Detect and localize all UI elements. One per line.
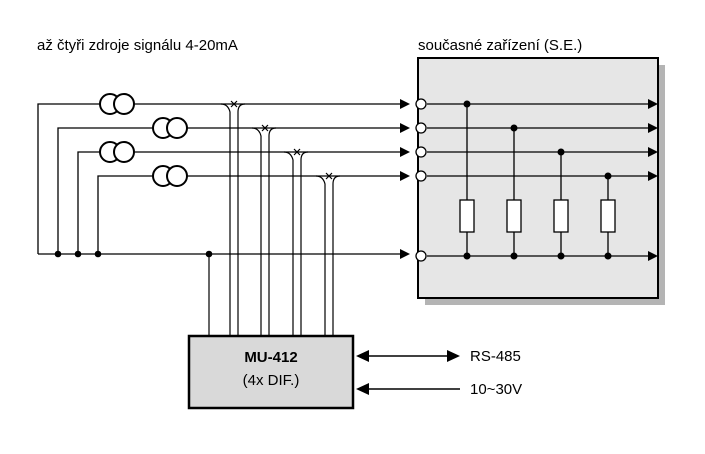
module-name: MU-412 (244, 349, 297, 366)
resistor-icon (459, 199, 475, 233)
resistor-icon (600, 199, 616, 233)
resistors (459, 199, 616, 233)
current-source-icon (99, 93, 135, 115)
device-label: současné zařízení (S.E.) (418, 37, 582, 54)
crossover-icon (251, 124, 277, 336)
arrow-icon (648, 147, 658, 157)
arrow-icon (648, 251, 658, 261)
wire-2 (57, 127, 400, 254)
rs485-label: RS-485 (470, 348, 521, 365)
resistor-icon (506, 199, 522, 233)
current-source-icon (152, 165, 188, 187)
arrow-icon (648, 123, 658, 133)
wire-4 (97, 175, 400, 254)
module-subtitle: (4x DIF.) (243, 372, 300, 389)
input-arrows (400, 99, 410, 259)
power-input: 10~30V (356, 381, 522, 398)
junction-dot-icon (463, 252, 471, 260)
current-source-icon (99, 141, 135, 163)
current-source-icon (152, 117, 188, 139)
arrow-icon (400, 147, 410, 157)
module-taps (208, 100, 341, 336)
junction-dot-icon (604, 172, 612, 180)
arrow-icon (447, 350, 460, 362)
junction-dot-icon (94, 250, 102, 258)
common-junctions (54, 250, 213, 258)
junction-dot-icon (557, 148, 565, 156)
arrow-icon (648, 171, 658, 181)
junction-dot-icon (205, 250, 213, 258)
mu-412-module: MU-412 (4x DIF.) (187, 334, 355, 410)
arrow-icon (400, 99, 410, 109)
output-arrows (648, 99, 658, 261)
arrow-icon (648, 99, 658, 109)
device-junctions (463, 100, 612, 260)
module-box (187, 334, 355, 410)
junction-dot-icon (463, 100, 471, 108)
arrow-icon (400, 249, 410, 259)
wire-3 (77, 151, 400, 254)
junction-dot-icon (557, 252, 565, 260)
arrow-icon (356, 383, 369, 395)
junction-dot-icon (604, 252, 612, 260)
resistor-icon (553, 199, 569, 233)
junction-dot-icon (74, 250, 82, 258)
junction-dot-icon (54, 250, 62, 258)
power-label: 10~30V (470, 381, 522, 398)
junction-dot-icon (510, 252, 518, 260)
junction-dot-icon (510, 124, 518, 132)
rs485-link: RS-485 (356, 348, 521, 365)
arrow-icon (400, 123, 410, 133)
crossover-icon (220, 100, 246, 336)
device-box (417, 57, 659, 299)
wire-1 (37, 103, 400, 254)
crossover-icon (315, 172, 341, 336)
arrow-icon (356, 350, 369, 362)
signal-wires (37, 103, 400, 255)
sources-label: až čtyři zdroje signálu 4-20mA (37, 37, 238, 54)
crossover-icon (283, 148, 309, 336)
device-terminals (415, 98, 427, 262)
current-sources (99, 93, 188, 187)
arrow-icon (400, 171, 410, 181)
existing-device (417, 57, 665, 305)
